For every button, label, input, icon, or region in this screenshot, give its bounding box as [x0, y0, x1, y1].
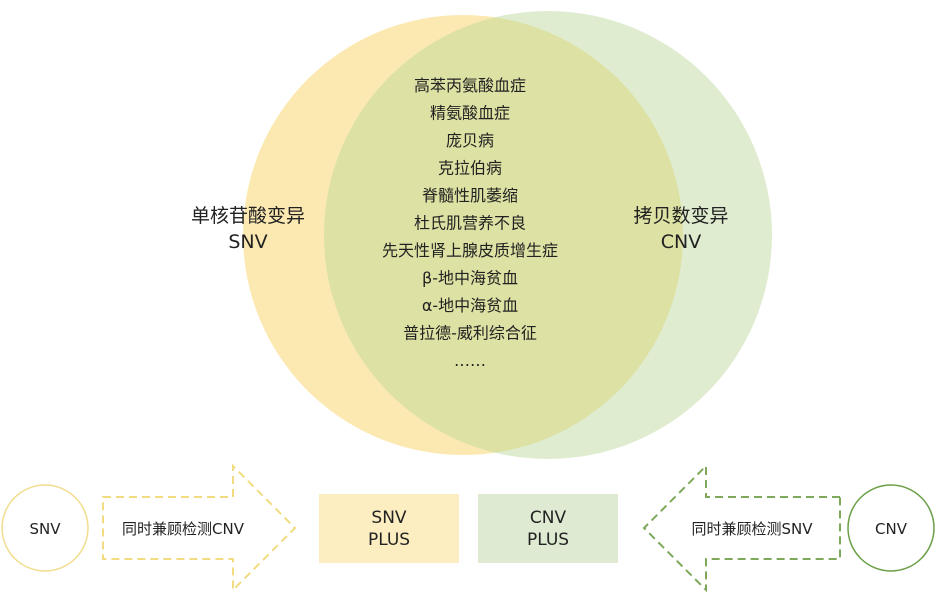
- disease-item: 庞贝病: [446, 131, 494, 150]
- left-arrow-icon: [642, 463, 841, 593]
- disease-item: α-地中海贫血: [422, 296, 518, 315]
- cnv-subtitle: CNV: [661, 231, 701, 253]
- disease-item: 克拉伯病: [438, 159, 502, 178]
- disease-item: 杜氏肌营养不良: [414, 214, 526, 233]
- snv-small-label: SNV: [29, 520, 61, 538]
- cnv-plus-line1: CNV: [529, 507, 567, 528]
- right-arrow-icon: [102, 463, 297, 593]
- disease-item: 普拉德-威利综合征: [403, 324, 537, 343]
- cnv-plus-line2: PLUS: [526, 529, 570, 550]
- snv-title: 单核苷酸变异: [191, 205, 305, 227]
- snv-small-circle: [1, 484, 89, 572]
- snv-plus-line2: PLUS: [367, 529, 411, 550]
- disease-item: 高苯丙氨酸血症: [414, 76, 526, 95]
- left-arrow-label: 同时兼顾检测CNV: [122, 520, 245, 538]
- disease-item: β-地中海贫血: [422, 269, 518, 288]
- disease-item: 先天性肾上腺皮质增生症: [382, 241, 558, 260]
- disease-list: 高苯丙氨酸血症精氨酸血症庞贝病克拉伯病脊髓性肌萎缩杜氏肌营养不良先天性肾上腺皮质…: [382, 76, 558, 370]
- cnv-plus-box: CNV PLUS: [478, 494, 618, 563]
- cnv-small-circle: [847, 484, 935, 572]
- snv-subtitle: SNV: [228, 231, 267, 253]
- disease-item: 脊髓性肌萎缩: [422, 186, 518, 205]
- cnv-title: 拷贝数变异: [633, 205, 728, 227]
- snv-plus-line1: SNV: [371, 507, 407, 528]
- cnv-small-label: CNV: [875, 520, 908, 538]
- disease-item: ……: [454, 351, 486, 370]
- disease-item: 精氨酸血症: [430, 104, 510, 123]
- snv-plus-box: SNV PLUS: [319, 494, 459, 563]
- right-arrow-label: 同时兼顾检测SNV: [691, 520, 813, 538]
